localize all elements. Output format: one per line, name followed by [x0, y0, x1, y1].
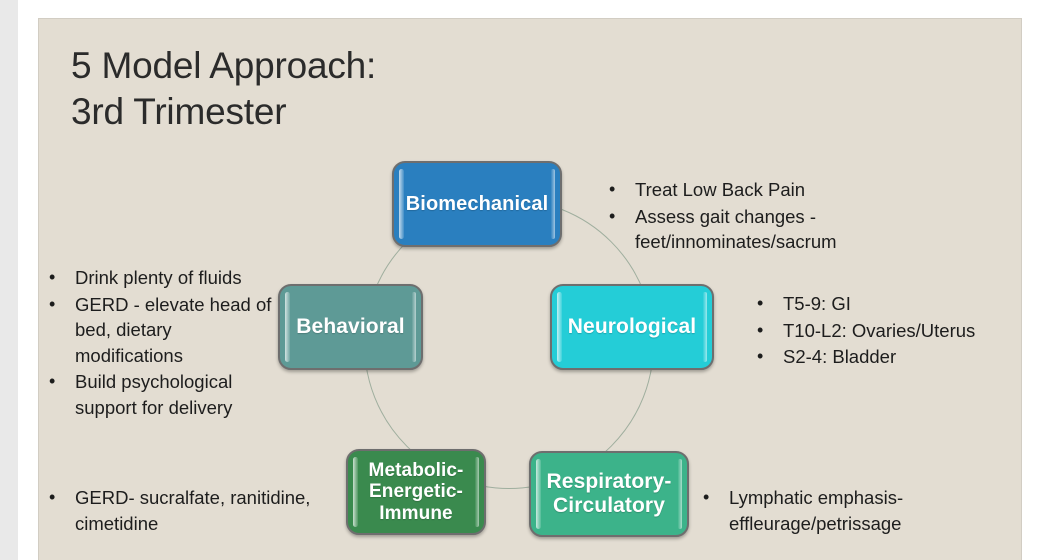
list-item: • GERD- sucralfate, ranitidine, cimetidi…	[45, 485, 345, 536]
callout-biomechanical: • Treat Low Back Pain • Assess gait changes…	[605, 177, 1005, 256]
list-item: • Assess gait changes - feet/innominates/…	[605, 204, 1005, 255]
list-item-text: Drink plenty of fluids	[75, 267, 242, 288]
node-metabolic-energetic-immune[interactable]: Metabolic- Energetic- Immune	[346, 449, 486, 535]
bullet-icon: •	[49, 371, 56, 392]
node-biomechanical[interactable]: Biomechanical	[392, 161, 562, 247]
callout-metabolic: • GERD- sucralfate, ranitidine, cimetidi…	[45, 485, 345, 537]
list-item: • Drink plenty of fluids	[45, 265, 275, 291]
cycle-diagram: Biomechanical Neurological Behavioral Me…	[39, 19, 1021, 560]
list-item-text: GERD- sucralfate, ranitidine, cimetidine	[75, 487, 311, 534]
node-behavioral-label: Behavioral	[296, 315, 405, 339]
page-title: 5 Model Approach: 3rd Trimester	[71, 45, 377, 132]
bullet-icon: •	[703, 487, 710, 507]
list-item: • Treat Low Back Pain	[605, 177, 1005, 203]
callout-behavioral: • Drink plenty of fluids • GERD - elevate h…	[45, 265, 275, 421]
list-item-text: S2-4: Bladder	[783, 346, 897, 368]
list-item-text: GERD - elevate head of bed, dietary modi…	[75, 293, 272, 366]
node-behavioral[interactable]: Behavioral	[278, 284, 423, 370]
list-item-text: Lymphatic emphasis-effleurage/petrissage	[729, 487, 904, 534]
list-item: • GERD - elevate head of bed, dietary mod…	[45, 292, 275, 369]
bullet-icon: •	[757, 293, 764, 313]
bullet-icon: •	[757, 319, 764, 340]
node-neurological-label: Neurological	[567, 315, 697, 339]
node-biomechanical-label: Biomechanical	[405, 192, 549, 215]
list-item: • T10-L2: Ovaries/Uterus	[753, 318, 1021, 344]
list-item-text: Treat Low Back Pain	[635, 179, 806, 200]
callout-neurological-list: • T5-9: GI • T10-L2: Ovaries/Uterus • S2-4: B…	[753, 291, 1021, 370]
list-item-text: Build psychological support for delivery	[75, 371, 233, 418]
list-item: • Lymphatic emphasis-effleurage/petrissag…	[699, 485, 979, 536]
bullet-icon: •	[49, 293, 56, 314]
callout-respiratory-list: • Lymphatic emphasis-effleurage/petrissag…	[699, 485, 979, 536]
list-item: • Build psychological support for deliver…	[45, 369, 275, 420]
list-item: • S2-4: Bladder	[753, 344, 1021, 370]
list-item: • T5-9: GI	[753, 291, 1021, 317]
callout-respiratory: • Lymphatic emphasis-effleurage/petrissag…	[699, 485, 979, 537]
node-respiratory-circulatory[interactable]: Respiratory- Circulatory	[529, 451, 689, 537]
viewer-left-gutter	[0, 0, 18, 560]
callout-biomechanical-list: • Treat Low Back Pain • Assess gait changes…	[605, 177, 1005, 255]
bullet-icon: •	[49, 267, 56, 287]
bullet-icon: •	[609, 205, 616, 226]
callout-behavioral-list: • Drink plenty of fluids • GERD - elevate h…	[45, 265, 275, 420]
node-neurological[interactable]: Neurological	[550, 284, 714, 370]
list-item-text: T10-L2: Ovaries/Uterus	[783, 319, 976, 341]
presentation-slide: 5 Model Approach: 3rd Trimester Biomecha…	[38, 18, 1022, 560]
callout-neurological: • T5-9: GI • T10-L2: Ovaries/Uterus • S2-4: B…	[753, 291, 1021, 371]
bullet-icon: •	[609, 179, 616, 199]
list-item-text: Assess gait changes - feet/innominates/s…	[635, 205, 837, 253]
bullet-icon: •	[49, 487, 56, 507]
callout-metabolic-list: • GERD- sucralfate, ranitidine, cimetidi…	[45, 485, 345, 536]
node-respiratory-circulatory-label: Respiratory- Circulatory	[546, 470, 672, 517]
bullet-icon: •	[757, 346, 764, 367]
list-item-text: T5-9: GI	[783, 293, 851, 314]
node-metabolic-energetic-immune-label: Metabolic- Energetic- Immune	[368, 460, 464, 524]
